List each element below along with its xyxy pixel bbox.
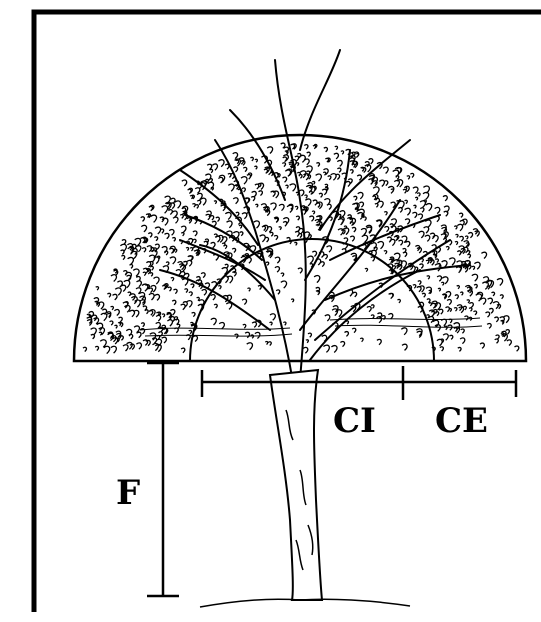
label-ce: CE bbox=[435, 401, 488, 441]
clear-bole-height-dimension bbox=[147, 363, 179, 596]
tree-branches bbox=[160, 50, 470, 395]
foliage-texture bbox=[83, 143, 519, 354]
label-ci: CI bbox=[333, 401, 376, 441]
label-f: F bbox=[116, 473, 140, 513]
ground-line bbox=[200, 599, 410, 607]
crown-width-dimension bbox=[202, 366, 516, 400]
tree-trunk bbox=[270, 370, 322, 600]
leaf-clusters bbox=[83, 143, 519, 354]
